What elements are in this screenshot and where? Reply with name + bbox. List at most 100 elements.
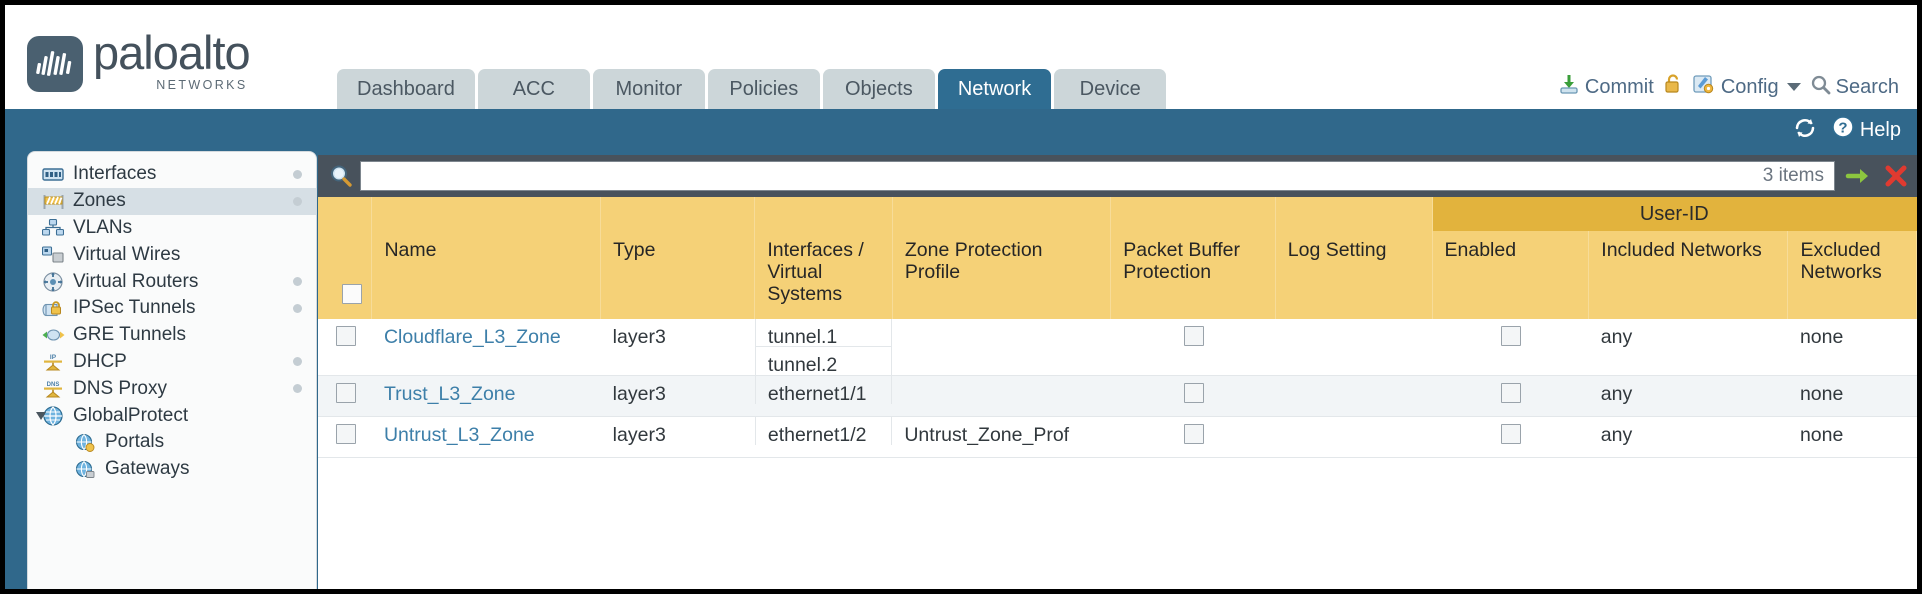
sidebar-item-gateways[interactable]: Gateways xyxy=(28,456,316,483)
search-icon[interactable] xyxy=(324,159,358,193)
sidebar-item-dhcp[interactable]: IP DHCP xyxy=(28,349,316,376)
cell-log-setting xyxy=(1275,416,1433,458)
apply-filter-icon[interactable] xyxy=(1843,161,1873,191)
group-spacer-log xyxy=(1275,197,1433,231)
sidebar-item-zones[interactable]: Zones xyxy=(28,187,316,215)
select-all-checkbox[interactable] xyxy=(341,284,362,304)
column-header-enabled[interactable]: Enabled xyxy=(1432,231,1590,319)
padlock-unlocked-icon xyxy=(1663,73,1683,101)
tab-policies[interactable]: Policies xyxy=(707,69,820,109)
sidebar-item-portals[interactable]: Portals xyxy=(28,429,316,456)
sidebar-item-indicator xyxy=(293,169,302,179)
zone-name-link[interactable]: Cloudflare_L3_Zone xyxy=(383,326,561,348)
zone-name-link[interactable]: Untrust_L3_Zone xyxy=(383,424,535,446)
search-icon xyxy=(1810,74,1831,101)
tree-toggle-icon[interactable] xyxy=(36,411,46,420)
column-header-included-networks[interactable]: Included Networks xyxy=(1588,231,1789,319)
cell-userid-enabled xyxy=(1432,416,1589,458)
zones-icon xyxy=(40,191,66,211)
sidebar-item-interfaces[interactable]: Interfaces xyxy=(28,161,316,188)
column-header-excluded-networks[interactable]: Excluded Networks xyxy=(1787,231,1917,319)
tab-label: Monitor xyxy=(615,77,683,100)
tab-objects[interactable]: Objects xyxy=(822,69,935,109)
ipsec-tunnels-icon xyxy=(40,298,66,318)
cell-userid-enabled xyxy=(1432,375,1589,417)
zone-name-link[interactable]: Trust_L3_Zone xyxy=(383,383,516,405)
svg-text:?: ? xyxy=(1838,120,1847,137)
group-header-userid: User-ID xyxy=(1432,197,1917,231)
sidebar-item-virtual-routers[interactable]: Virtual Routers xyxy=(28,268,316,295)
group-spacer-zpp xyxy=(892,197,1112,231)
interfaces-icon xyxy=(40,164,66,184)
commit-label: Commit xyxy=(1584,75,1654,98)
sidebar-item-indicator xyxy=(293,277,302,287)
cell-name: Cloudflare_L3_Zone xyxy=(371,319,601,376)
sidebar-item-label: Gateways xyxy=(105,458,190,480)
group-spacer-name xyxy=(371,197,602,231)
tab-dashboard[interactable]: Dashboard xyxy=(337,69,475,109)
group-spacer-select xyxy=(318,197,373,231)
column-header-name[interactable]: Name xyxy=(371,231,602,319)
packet-buffer-protection-checkbox[interactable] xyxy=(1184,424,1205,444)
sidebar-item-label: IPSec Tunnels xyxy=(73,297,196,319)
sidebar-item-label: Virtual Wires xyxy=(73,243,181,265)
sidebar-item-virtual-wires[interactable]: Virtual Wires xyxy=(28,241,316,268)
userid-enabled-checkbox[interactable] xyxy=(1501,383,1522,403)
userid-enabled-checkbox[interactable] xyxy=(1501,424,1522,444)
cell-packet-buffer-protection xyxy=(1110,416,1276,458)
sidebar-item-globalprotect[interactable]: GlobalProtect xyxy=(28,402,316,429)
row-select-cell xyxy=(318,416,372,458)
sidebar-item-indicator xyxy=(293,357,302,367)
search-button[interactable]: Search xyxy=(1810,74,1899,101)
row-checkbox[interactable] xyxy=(335,424,356,444)
tab-label: Dashboard xyxy=(357,77,455,100)
sidebar-item-label: DHCP xyxy=(73,350,127,372)
commit-icon xyxy=(1558,73,1580,101)
virtual-wires-icon xyxy=(40,245,66,265)
packet-buffer-protection-checkbox[interactable] xyxy=(1184,383,1205,403)
sidebar-item-gre-tunnels[interactable]: GRE Tunnels xyxy=(28,322,316,349)
tab-acc[interactable]: ACC xyxy=(477,69,590,109)
tab-monitor[interactable]: Monitor xyxy=(592,69,705,109)
sub-header-band: ? Help xyxy=(5,109,1917,155)
main-content: 3 items xyxy=(318,155,1917,589)
packet-buffer-protection-checkbox[interactable] xyxy=(1184,326,1205,346)
cell-excluded-networks: none xyxy=(1787,416,1917,458)
tab-network[interactable]: Network xyxy=(937,69,1052,109)
cell-name: Untrust_L3_Zone xyxy=(371,416,601,458)
table-group-header-row: User-ID xyxy=(318,197,1917,231)
column-header-interfaces[interactable]: Interfaces / Virtual Systems xyxy=(754,231,893,319)
userid-enabled-checkbox[interactable] xyxy=(1501,326,1522,346)
commit-button[interactable]: Commit xyxy=(1558,73,1654,101)
config-button[interactable]: Config xyxy=(1692,73,1801,101)
cell-type: layer3 xyxy=(600,416,755,458)
column-header-packet-buffer-protection[interactable]: Packet Buffer Protection xyxy=(1110,231,1276,319)
search-input[interactable] xyxy=(371,165,1753,187)
filter-bar: 3 items xyxy=(318,155,1917,197)
svg-text:IP: IP xyxy=(50,354,57,361)
cell-packet-buffer-protection xyxy=(1110,375,1276,417)
column-header-log-setting[interactable]: Log Setting xyxy=(1275,231,1433,319)
lock-button[interactable] xyxy=(1663,73,1683,101)
tab-device[interactable]: Device xyxy=(1054,69,1167,109)
sidebar-item-vlans[interactable]: VLANs xyxy=(28,215,316,242)
search-input-wrap[interactable]: 3 items xyxy=(360,161,1835,191)
config-wrench-icon xyxy=(1692,73,1716,101)
help-button[interactable]: ? Help xyxy=(1831,115,1901,145)
refresh-icon[interactable] xyxy=(1792,116,1818,145)
sidebar-item-ipsec-tunnels[interactable]: IPSec Tunnels xyxy=(28,295,316,322)
column-header-type[interactable]: Type xyxy=(600,231,756,319)
column-header-zone-protection-profile[interactable]: Zone Protection Profile xyxy=(892,231,1112,319)
sidebar-item-label: DNS Proxy xyxy=(73,377,167,399)
brand-logo[interactable]: paloalto NETWORKS xyxy=(27,28,251,92)
clear-filter-icon[interactable] xyxy=(1881,161,1911,191)
chevron-down-icon[interactable] xyxy=(1786,83,1801,91)
group-spacer-pbp xyxy=(1110,197,1276,231)
row-checkbox[interactable] xyxy=(335,383,356,403)
row-checkbox[interactable] xyxy=(335,326,356,346)
